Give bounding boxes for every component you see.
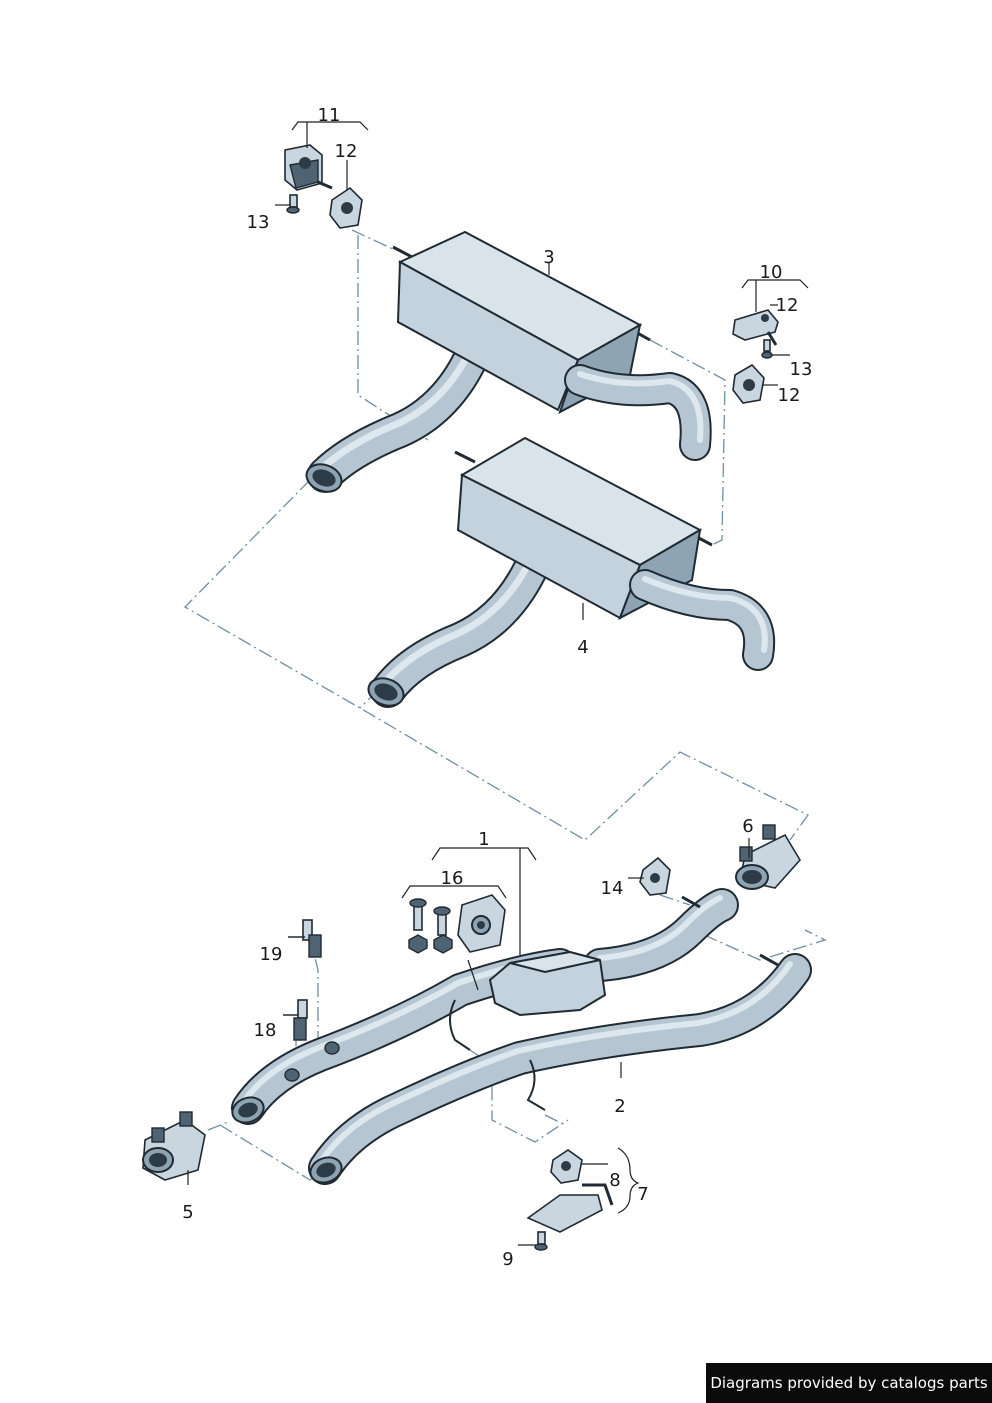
hardware-kit-16[interactable] — [408, 894, 506, 954]
callout-13-right: 13 — [790, 359, 813, 380]
bracket-7[interactable] — [526, 1183, 614, 1233]
callout-14: 14 — [601, 878, 624, 899]
front-pipe-1[interactable] — [229, 888, 739, 1127]
rubber-mount-14[interactable] — [639, 856, 671, 896]
callout-labels: 1 2 3 4 5 6 7 8 9 10 11 12 12 12 13 13 1… — [182, 105, 812, 1270]
callout-5: 5 — [182, 1202, 193, 1223]
callout-12-right-upper: 12 — [776, 295, 799, 316]
callout-19: 19 — [260, 944, 283, 965]
callout-6: 6 — [742, 816, 753, 837]
callout-1: 1 — [478, 829, 489, 850]
callout-13-top: 13 — [247, 212, 270, 233]
callout-3: 3 — [543, 247, 554, 268]
callout-2: 2 — [614, 1096, 625, 1117]
clamp-6[interactable] — [735, 824, 801, 890]
bracket-10[interactable] — [732, 309, 779, 346]
bolt-13-right[interactable] — [761, 339, 773, 359]
clamp-5[interactable] — [142, 1111, 206, 1181]
callout-7: 7 — [637, 1184, 648, 1205]
rear-muffler-4[interactable] — [365, 436, 776, 710]
rubber-mount-8[interactable] — [550, 1149, 583, 1184]
callout-16: 16 — [441, 868, 464, 889]
sensor-18[interactable] — [283, 999, 308, 1041]
sensor-19[interactable] — [288, 919, 322, 958]
bolt-9[interactable] — [534, 1231, 548, 1251]
callout-11: 11 — [318, 105, 341, 126]
rear-muffler-3[interactable] — [303, 230, 712, 496]
bolt-13-top[interactable] — [286, 194, 300, 214]
leader-lines — [187, 121, 809, 1246]
credit-banner: Diagrams provided by catalogs parts — [706, 1363, 992, 1403]
rubber-mount-12-right[interactable] — [732, 363, 765, 404]
callout-18: 18 — [254, 1020, 277, 1041]
rubber-mount-12-top[interactable] — [329, 186, 363, 229]
callout-4: 4 — [577, 637, 588, 658]
callout-12-top: 12 — [335, 141, 358, 162]
assembly-guide-lines — [183, 229, 827, 1181]
callout-10: 10 — [760, 262, 783, 283]
bracket-11[interactable] — [284, 144, 333, 191]
callout-12-right-lower: 12 — [778, 385, 801, 406]
callout-9: 9 — [502, 1249, 513, 1270]
front-pipe-2[interactable] — [307, 895, 812, 1187]
callout-8: 8 — [609, 1170, 620, 1191]
